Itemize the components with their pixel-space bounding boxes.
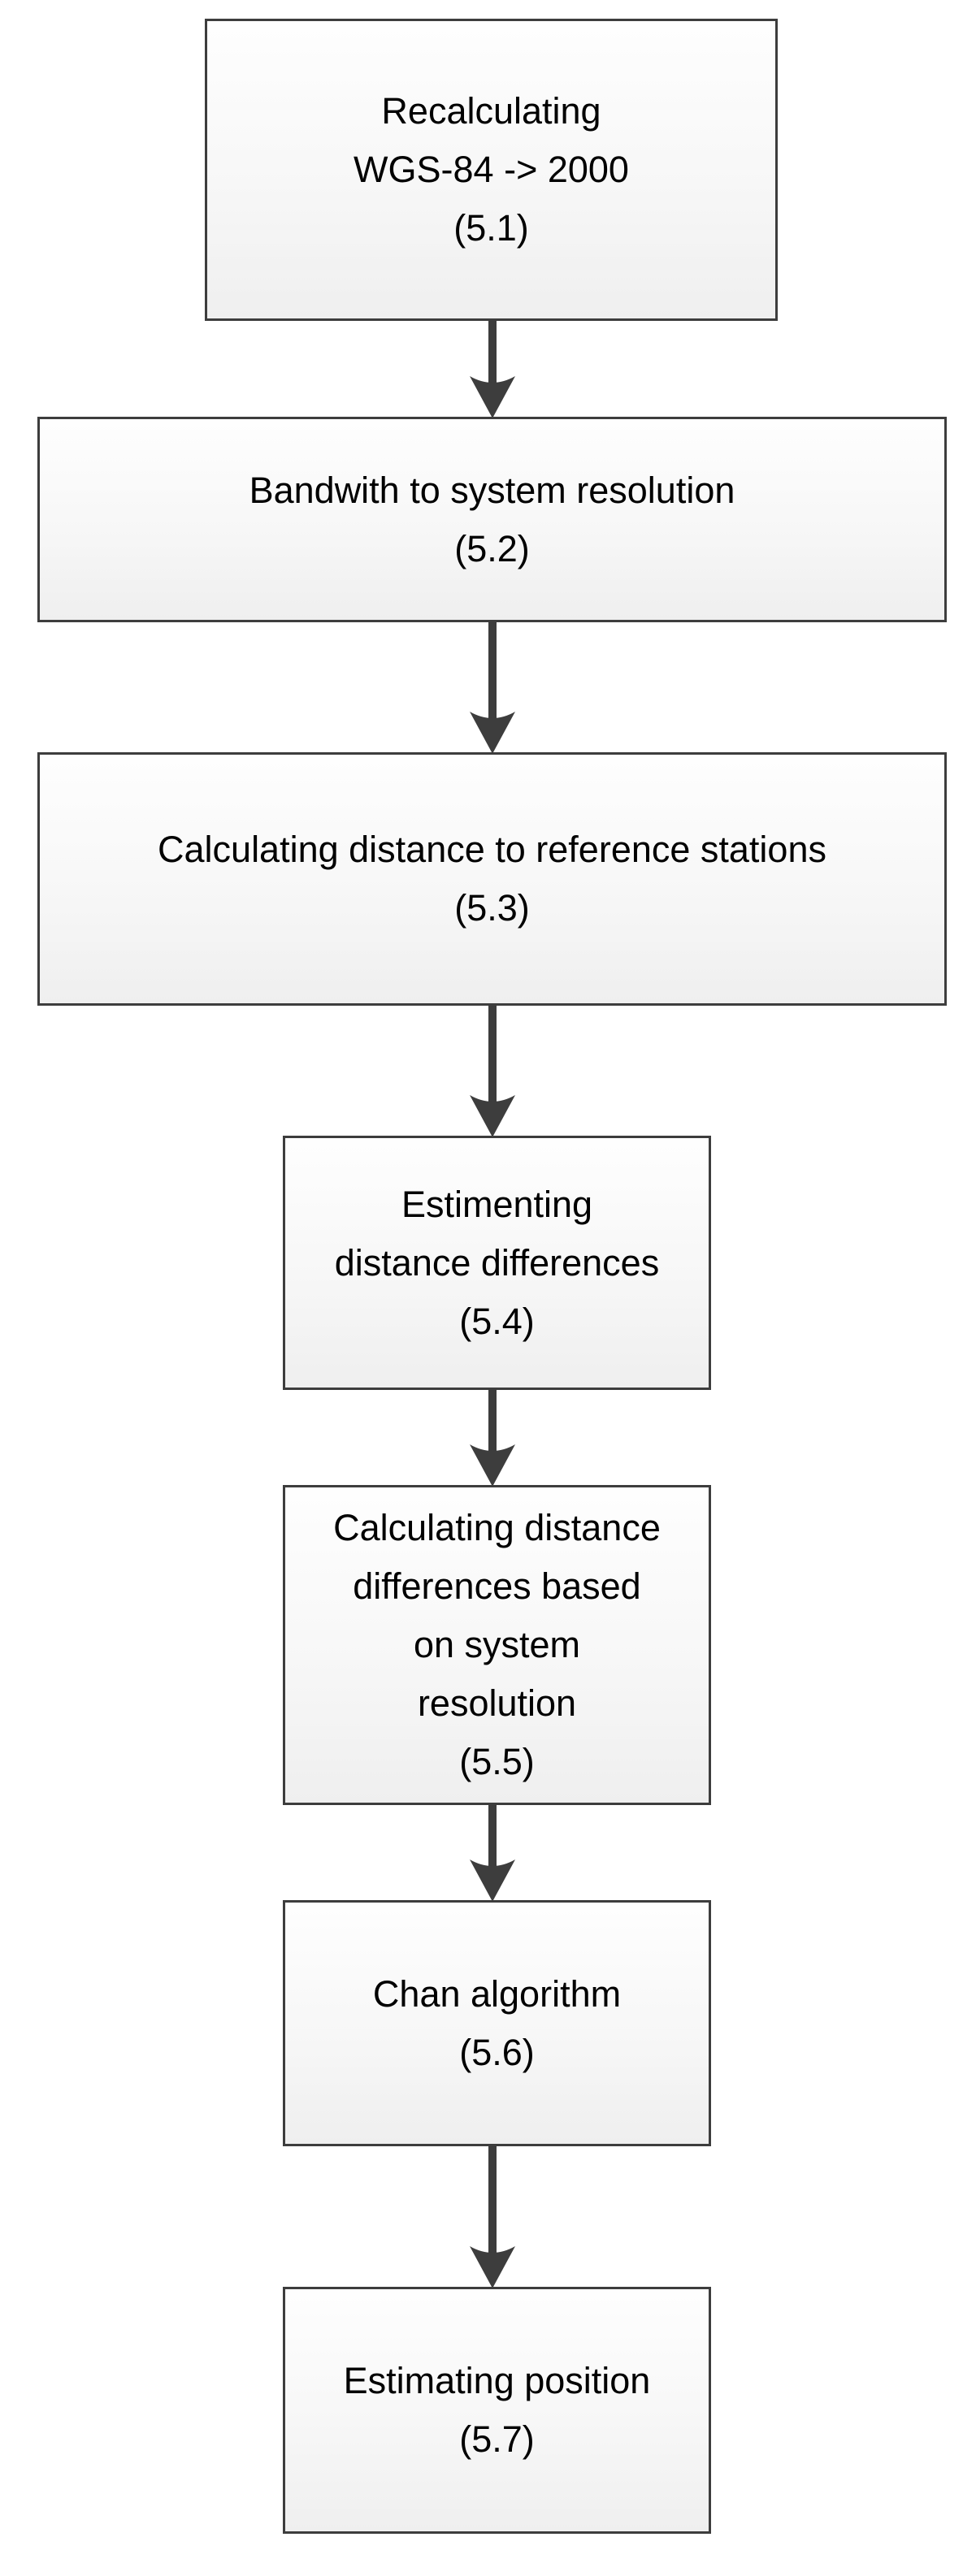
node-ref: (5.7) [459, 2418, 535, 2460]
node-label: Chan algorithm [372, 1972, 622, 2015]
node-ref: (5.4) [459, 1300, 535, 1342]
flow-node-differences-system-resolution: Calculating distance differences based o… [283, 1485, 721, 1815]
node-ref: (5.5) [459, 1741, 535, 1782]
node-text: Estimating position (5.7) [344, 2352, 651, 2469]
node-label: Estimenting distance differences [334, 1183, 660, 1284]
flow-node-chan-algorithm: Chan algorithm (5.6) [283, 1900, 721, 2156]
node-text: Calculating distance to reference statio… [158, 820, 826, 937]
node-ref: (5.2) [454, 527, 530, 569]
flow-node-recalculating-wgs84: Recalculating WGS-84 -> 2000 (5.1) [205, 19, 787, 331]
arrow-head-icon [470, 1095, 515, 1136]
arrow-head-icon [470, 1859, 515, 1900]
node-text: Calculating distance differences based o… [333, 1499, 661, 1791]
flow-arrow-2 [468, 622, 517, 752]
arrow-shaft [488, 321, 497, 386]
arrow-shaft [488, 2146, 497, 2256]
node-label: Calculating distance differences based o… [333, 1507, 661, 1724]
node-text: Chan algorithm (5.6) [373, 1965, 621, 2082]
flow-arrow-6 [468, 2146, 517, 2287]
node-label: Bandwith to system resolution [249, 469, 735, 511]
arrow-head-icon [470, 2246, 515, 2287]
arrow-shaft [488, 1006, 497, 1105]
arrow-shaft [488, 1805, 497, 1869]
flow-node-distance-reference-stations: Calculating distance to reference statio… [37, 752, 956, 1015]
node-text: Bandwith to system resolution (5.2) [249, 461, 735, 578]
node-text: Estimenting distance differences (5.4) [335, 1175, 659, 1351]
node-ref: (5.6) [459, 2031, 535, 2073]
arrow-shaft [488, 622, 497, 721]
node-ref: (5.3) [454, 887, 530, 929]
flow-node-bandwith-resolution: Bandwith to system resolution (5.2) [37, 417, 956, 632]
node-label: Recalculating WGS-84 -> 2000 [354, 90, 629, 190]
node-label: Estimating position [343, 2360, 651, 2401]
node-text: Recalculating WGS-84 -> 2000 (5.1) [354, 82, 629, 258]
node-label: Calculating distance to reference statio… [158, 829, 826, 870]
arrow-head-icon [470, 712, 515, 752]
flow-node-estimenting-differences: Estimenting distance differences (5.4) [283, 1136, 721, 1400]
flow-arrow-1 [468, 321, 517, 417]
flow-arrow-5 [468, 1805, 517, 1900]
node-ref: (5.1) [453, 207, 529, 249]
flow-arrow-3 [468, 1006, 517, 1136]
arrow-head-icon [470, 1444, 515, 1485]
arrow-head-icon [470, 376, 515, 417]
arrow-shaft [488, 1390, 497, 1454]
flow-arrow-4 [468, 1390, 517, 1485]
flow-node-estimating-position: Estimating position (5.7) [283, 2287, 721, 2544]
